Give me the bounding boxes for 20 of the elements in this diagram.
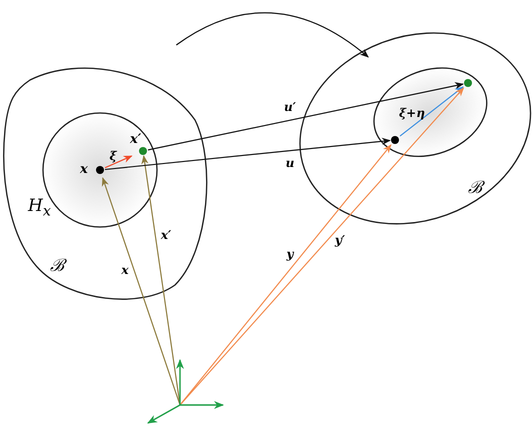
vector-arrow bbox=[148, 82, 464, 150]
vector-arrow bbox=[180, 87, 464, 406]
vector-arrow bbox=[400, 86, 464, 137]
point-label: x bbox=[80, 163, 88, 176]
edge-label: u bbox=[286, 157, 294, 169]
vector-arrow bbox=[180, 144, 392, 406]
vector-arrow bbox=[104, 138, 391, 170]
edge-label: y bbox=[286, 248, 294, 260]
vector-arrow bbox=[102, 177, 181, 406]
point-label: x′ bbox=[130, 133, 142, 146]
edge-label: y′ bbox=[334, 234, 346, 246]
edge-label: x′ bbox=[160, 229, 172, 241]
edge-label: ξ+η bbox=[399, 107, 425, 119]
vector-arrow bbox=[141, 155, 181, 406]
region-label: H$_{x}$ bbox=[28, 198, 51, 219]
edge-label: u′ bbox=[284, 101, 296, 113]
edge-label: ξ bbox=[109, 150, 117, 162]
vector-arrow bbox=[104, 156, 132, 168]
edge-label: x bbox=[121, 264, 129, 276]
vector-arrow bbox=[176, 12, 369, 58]
